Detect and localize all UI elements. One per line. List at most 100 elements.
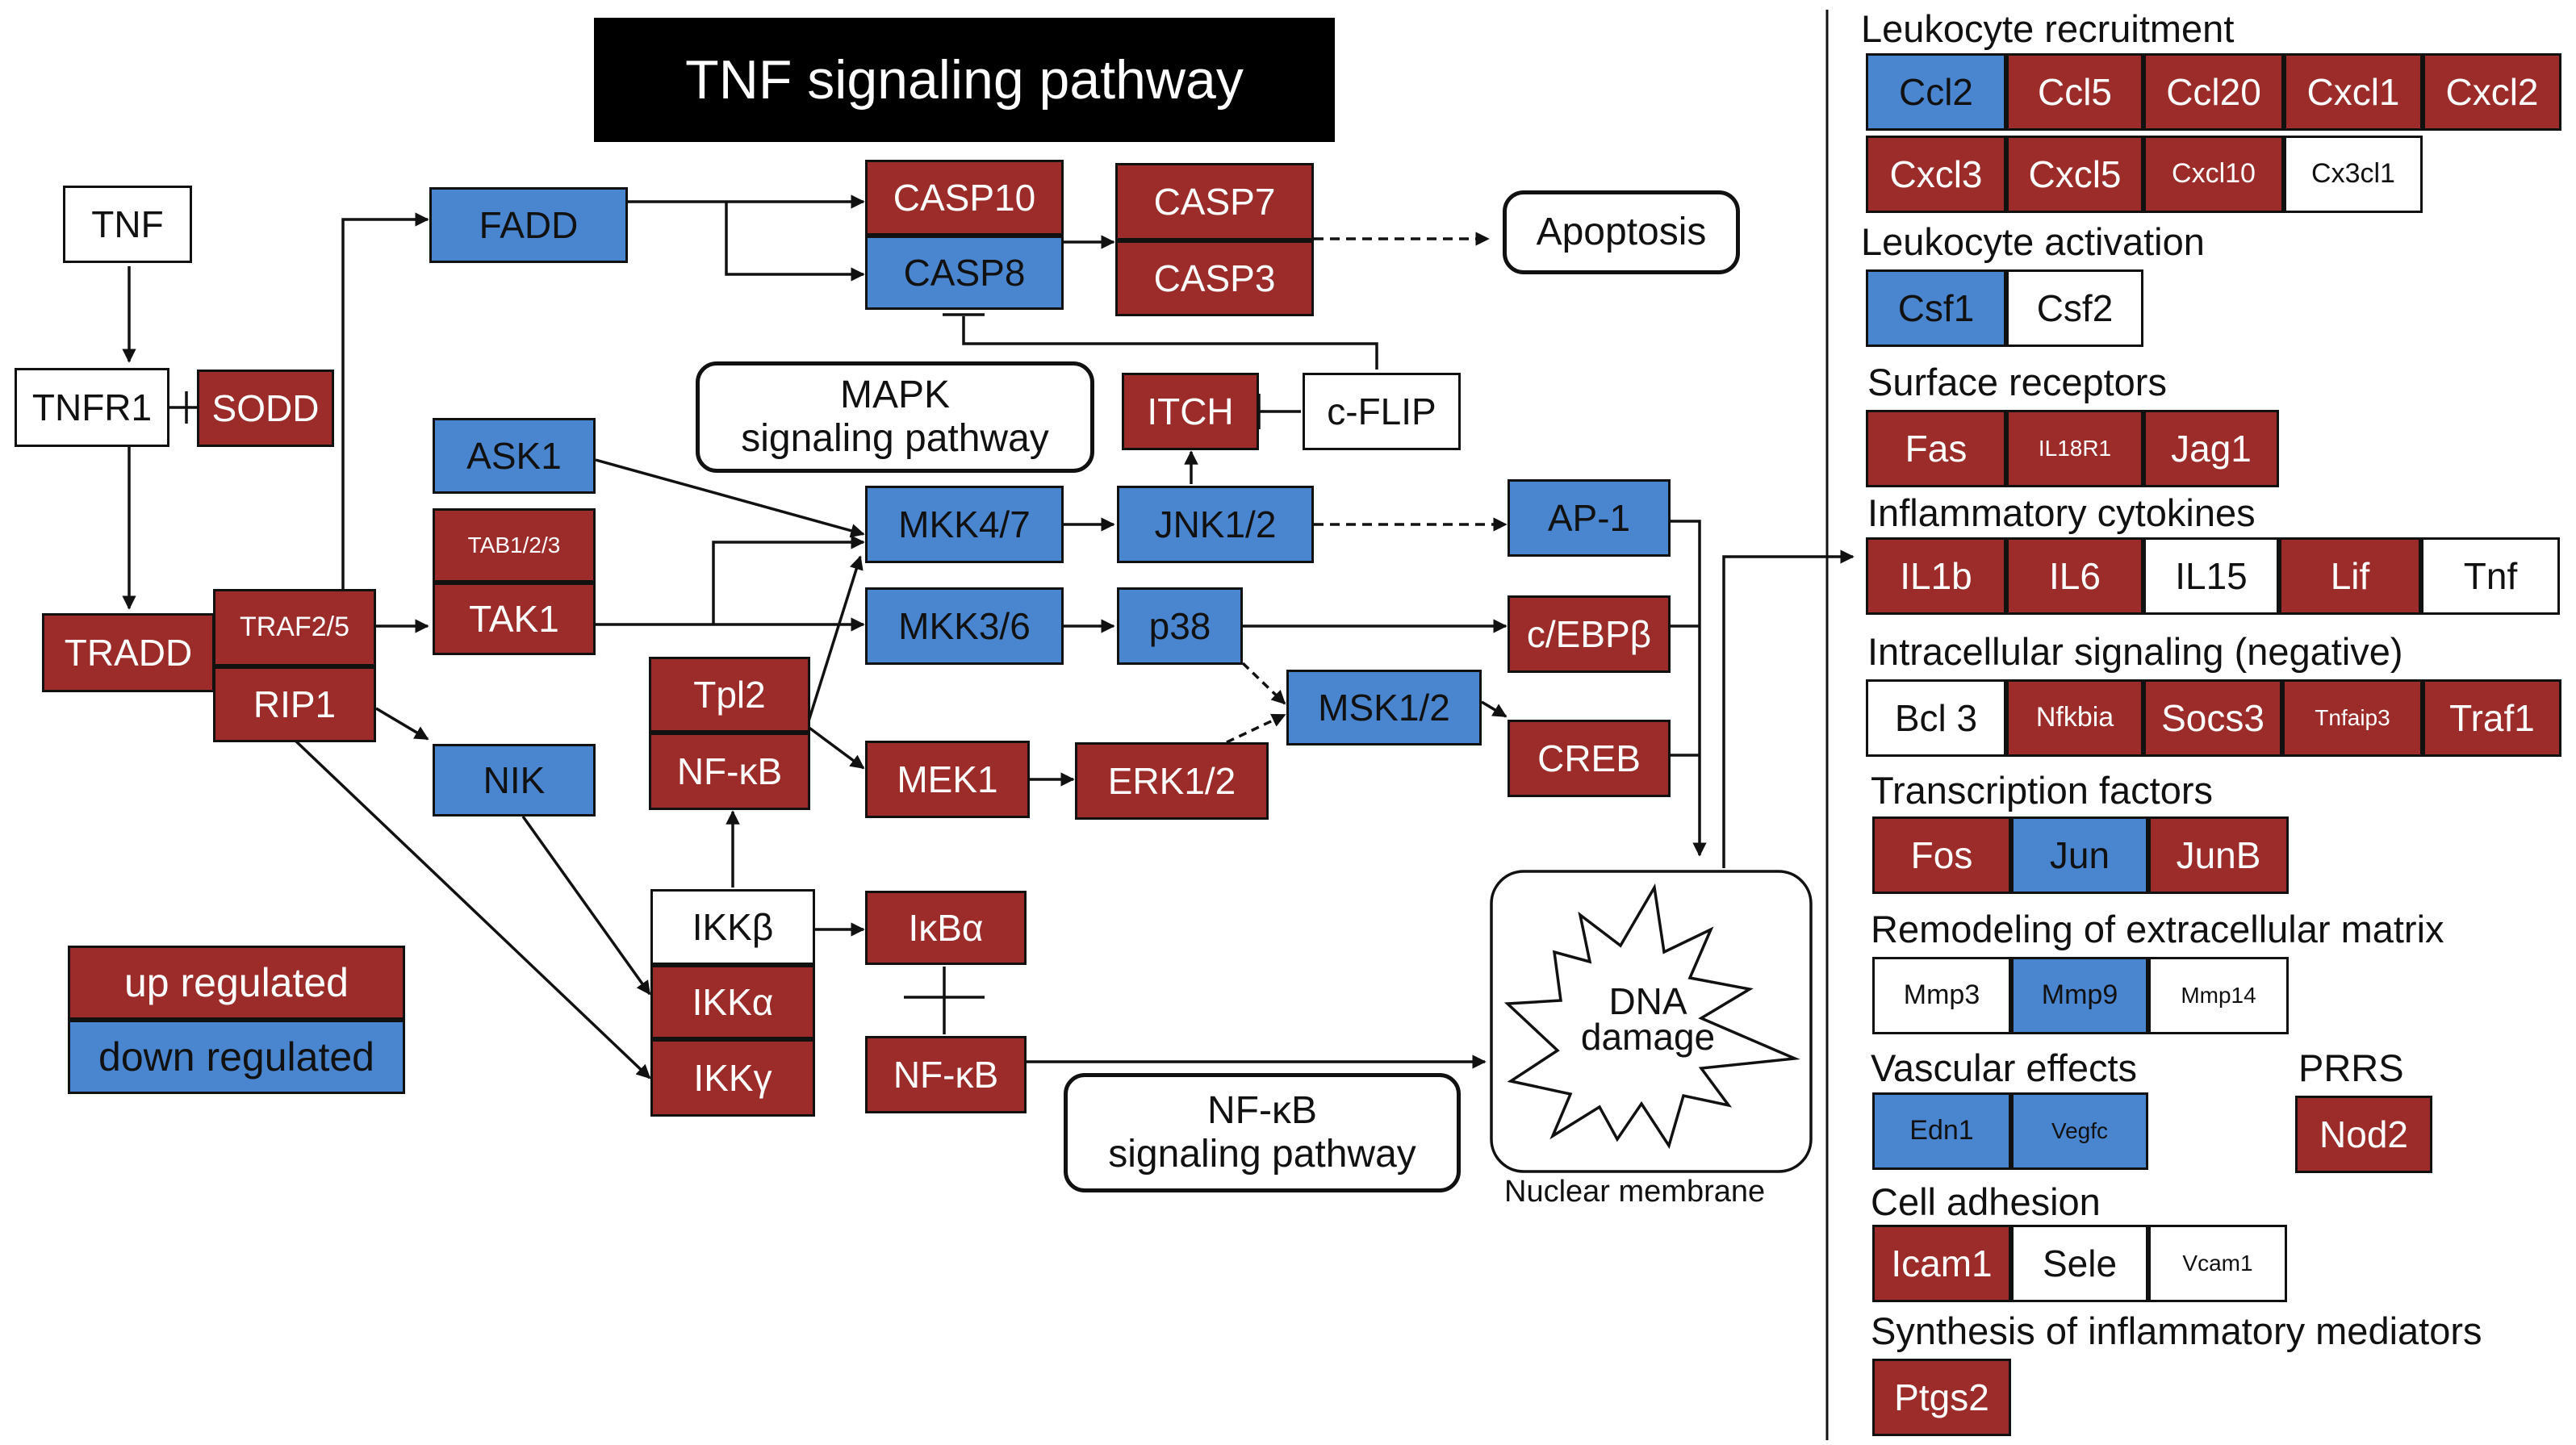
inhibit-cflip-casp8 [962, 316, 1378, 370]
dna-label-line1: DNA [1608, 980, 1687, 1022]
node-traf25: TRAF2/5 [213, 589, 376, 666]
edge-nik-ikka [521, 815, 651, 996]
diagram-title: TNF signaling pathway [594, 18, 1335, 142]
gene-box: Nfkbia [2006, 679, 2143, 757]
legend-up: up regulated [68, 946, 405, 1020]
edge-fadd-casp8 [725, 202, 865, 282]
gene-box: Csf2 [2006, 269, 2143, 347]
category-title: Intracellular signaling (negative) [1867, 630, 2403, 673]
category-title: Cell adhesion [1871, 1180, 2101, 1223]
node-nfkb-lower: NF-κB [865, 1036, 1027, 1113]
edge-rip1-nik [375, 707, 429, 741]
gene-box: Nod2 [2295, 1096, 2432, 1173]
edge-p38-msk [1241, 662, 1286, 705]
gene-box: Mmp14 [2148, 957, 2289, 1034]
node-rip1: RIP1 [213, 666, 376, 742]
mapk-label-line1: MAPK [839, 374, 951, 417]
gene-box: Sele [2011, 1225, 2148, 1302]
mapk-label-line2: signaling pathway [741, 417, 1049, 460]
node-casp3: CASP3 [1115, 240, 1314, 316]
gene-box: Vcam1 [2148, 1225, 2287, 1302]
gene-box: Cxcl10 [2143, 136, 2284, 213]
node-tradd: TRADD [42, 613, 215, 692]
node-tnf: TNF [63, 186, 192, 263]
gene-box: Ccl2 [1866, 53, 2006, 131]
apoptosis-label: Apoptosis [1536, 211, 1707, 254]
category-title: Leukocyte activation [1861, 220, 2205, 263]
edge-tpl2-mkk47 [805, 555, 864, 727]
dna-label-line2: damage [1580, 1015, 1716, 1058]
category-title: Vascular effects [1871, 1046, 2138, 1089]
gene-box: Csf1 [1866, 269, 2006, 347]
node-itch: ITCH [1122, 373, 1259, 450]
gene-box: Traf1 [2423, 679, 2561, 757]
gene-box: IL6 [2006, 537, 2143, 615]
category-title: Transcription factors [1871, 769, 2214, 812]
dna-damage-star-icon [1503, 883, 1800, 1150]
node-tak1: TAK1 [433, 583, 596, 655]
gene-box: IL1b [1866, 537, 2006, 615]
legend-down: down regulated [68, 1020, 405, 1094]
node-ikka: IKKα [650, 965, 815, 1039]
edge-tak1-mkk47 [712, 535, 865, 624]
node-nik: NIK [433, 744, 596, 816]
edge-traf25-fadd [341, 212, 429, 591]
gene-box: IL18R1 [2006, 410, 2143, 487]
node-msk12: MSK1/2 [1286, 670, 1482, 745]
node-ap1: AP-1 [1508, 479, 1671, 557]
node-mkk47: MKK4/7 [865, 486, 1064, 563]
category-title: PRRS [2298, 1046, 2404, 1089]
category-title: Leukocyte recruitment [1861, 7, 2235, 50]
pathway-apoptosis: Apoptosis [1503, 190, 1740, 274]
node-tab123: TAB1/2/3 [433, 508, 596, 583]
node-jnk12: JNK1/2 [1117, 486, 1314, 563]
gene-box: Ptgs2 [1872, 1359, 2011, 1436]
gene-box: Edn1 [1872, 1092, 2011, 1170]
gene-box: Jun [2011, 816, 2148, 894]
gene-box: Mmp9 [2011, 957, 2148, 1034]
node-cflip: c-FLIP [1303, 373, 1461, 450]
gene-box: Vegfc [2011, 1092, 2148, 1170]
node-casp10: CASP10 [865, 160, 1064, 236]
node-ikkg: IKKγ [650, 1039, 815, 1117]
node-mkk36: MKK3/6 [865, 587, 1064, 665]
node-creb: CREB [1508, 720, 1671, 797]
edge-msk-creb [1481, 700, 1508, 718]
node-fadd: FADD [429, 187, 628, 263]
gene-box: Bcl 3 [1866, 679, 2006, 757]
node-ikba: IκBα [865, 891, 1027, 965]
nfkb-label-line2: signaling pathway [1108, 1133, 1416, 1176]
node-nfkb-upper: NF-κB [649, 733, 810, 810]
gene-box: IL15 [2143, 537, 2279, 615]
gene-box: Socs3 [2143, 679, 2282, 757]
node-ask1: ASK1 [433, 418, 596, 494]
gene-box: Cxcl2 [2423, 53, 2561, 131]
edge-nucleus-genes [1722, 549, 1855, 868]
node-ikkb: IKKβ [650, 889, 815, 965]
pathway-mapk: MAPK signaling pathway [696, 361, 1094, 473]
category-title: Surface receptors [1867, 361, 2167, 403]
dna-damage-label: DNA damage [1572, 980, 1724, 1058]
gene-box: JunB [2148, 816, 2289, 894]
gene-box: Fas [1866, 410, 2006, 487]
gene-box: Tnf [2421, 537, 2560, 615]
edge-tpl2-mek1 [805, 725, 865, 770]
node-erk12: ERK1/2 [1075, 742, 1269, 820]
node-tnfr1: TNFR1 [15, 368, 169, 447]
node-mek1: MEK1 [865, 741, 1030, 818]
gene-box: Mmp3 [1872, 957, 2011, 1034]
edge-ask1-mkk47 [595, 458, 865, 538]
node-sodd: SODD [197, 370, 334, 447]
gene-box: Cxcl5 [2006, 136, 2143, 213]
node-casp7: CASP7 [1115, 163, 1314, 240]
category-title: Remodeling of extracellular matrix [1871, 908, 2444, 950]
gene-box: Lif [2279, 537, 2421, 615]
gene-box: Cxcl1 [2284, 53, 2423, 131]
gene-box: Ccl20 [2143, 53, 2284, 131]
category-title: Inflammatory cytokines [1867, 491, 2256, 534]
node-casp8: CASP8 [865, 236, 1064, 310]
gene-box: Jag1 [2143, 410, 2279, 487]
node-p38: p38 [1117, 587, 1243, 665]
